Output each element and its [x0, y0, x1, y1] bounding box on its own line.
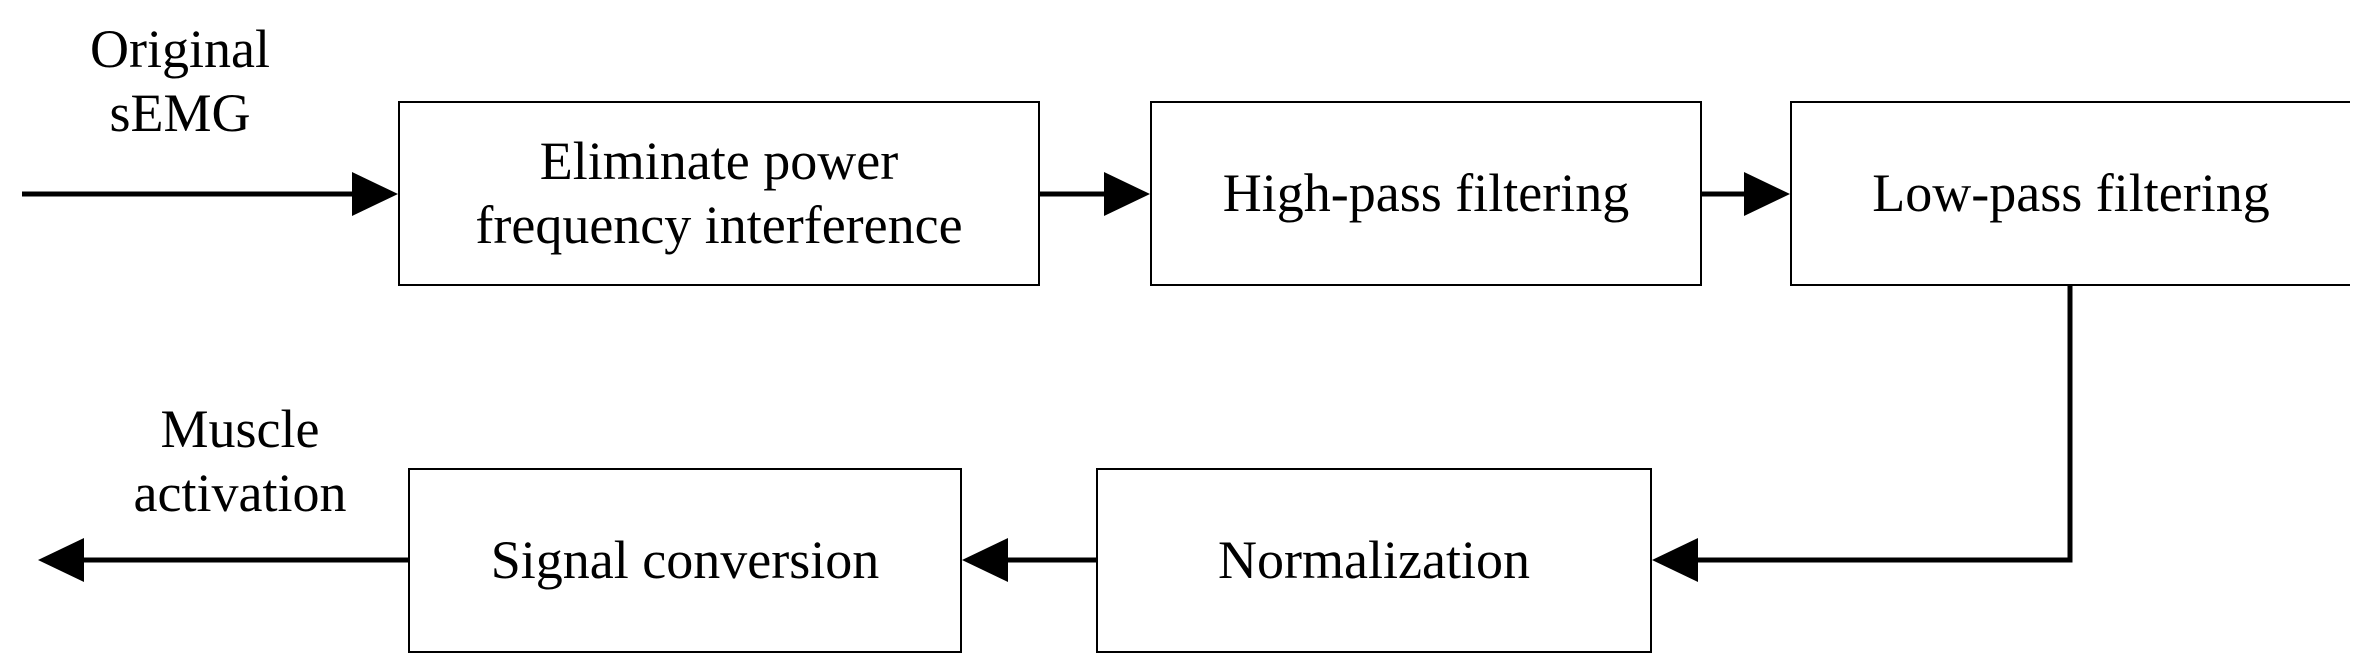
signal-conversion-label: Signal conversion — [490, 529, 880, 590]
arrowhead-highpass — [1104, 172, 1150, 216]
normalization-label: Normalization — [1218, 529, 1530, 590]
signal-conversion-box: Signal conversion — [408, 468, 962, 653]
high-pass-filtering-label: High-pass filtering — [1222, 162, 1630, 223]
normalization-box: Normalization — [1096, 468, 1652, 653]
eliminate-power-frequency-box: Eliminate power frequency interference — [398, 101, 1040, 286]
arrowhead-input — [352, 172, 398, 216]
arrow-lowpass-to-normalization — [1694, 286, 2073, 563]
arrowhead-output — [38, 538, 84, 582]
arrowhead-lowpass — [1744, 172, 1790, 216]
high-pass-filtering-box: High-pass filtering — [1150, 101, 1702, 286]
output-label: Muscle activation — [133, 399, 347, 523]
low-pass-filtering-label: Low-pass filtering — [1872, 162, 2270, 223]
eliminate-power-frequency-label: Eliminate power frequency interference — [475, 130, 963, 255]
low-pass-filtering-box: Low-pass filtering — [1790, 101, 2350, 286]
input-label: Original sEMG — [90, 19, 270, 143]
arrowhead-normalization — [1652, 538, 1698, 582]
arrowhead-signal — [962, 538, 1008, 582]
